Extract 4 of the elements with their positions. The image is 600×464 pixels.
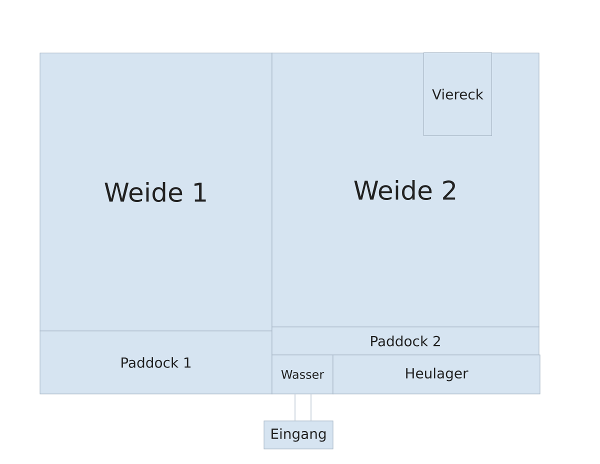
path-corridor [294,394,312,421]
water-box: Wasser [272,354,334,394]
entrance-box: Eingang [264,420,334,450]
arena-box: Viereck [423,52,492,136]
